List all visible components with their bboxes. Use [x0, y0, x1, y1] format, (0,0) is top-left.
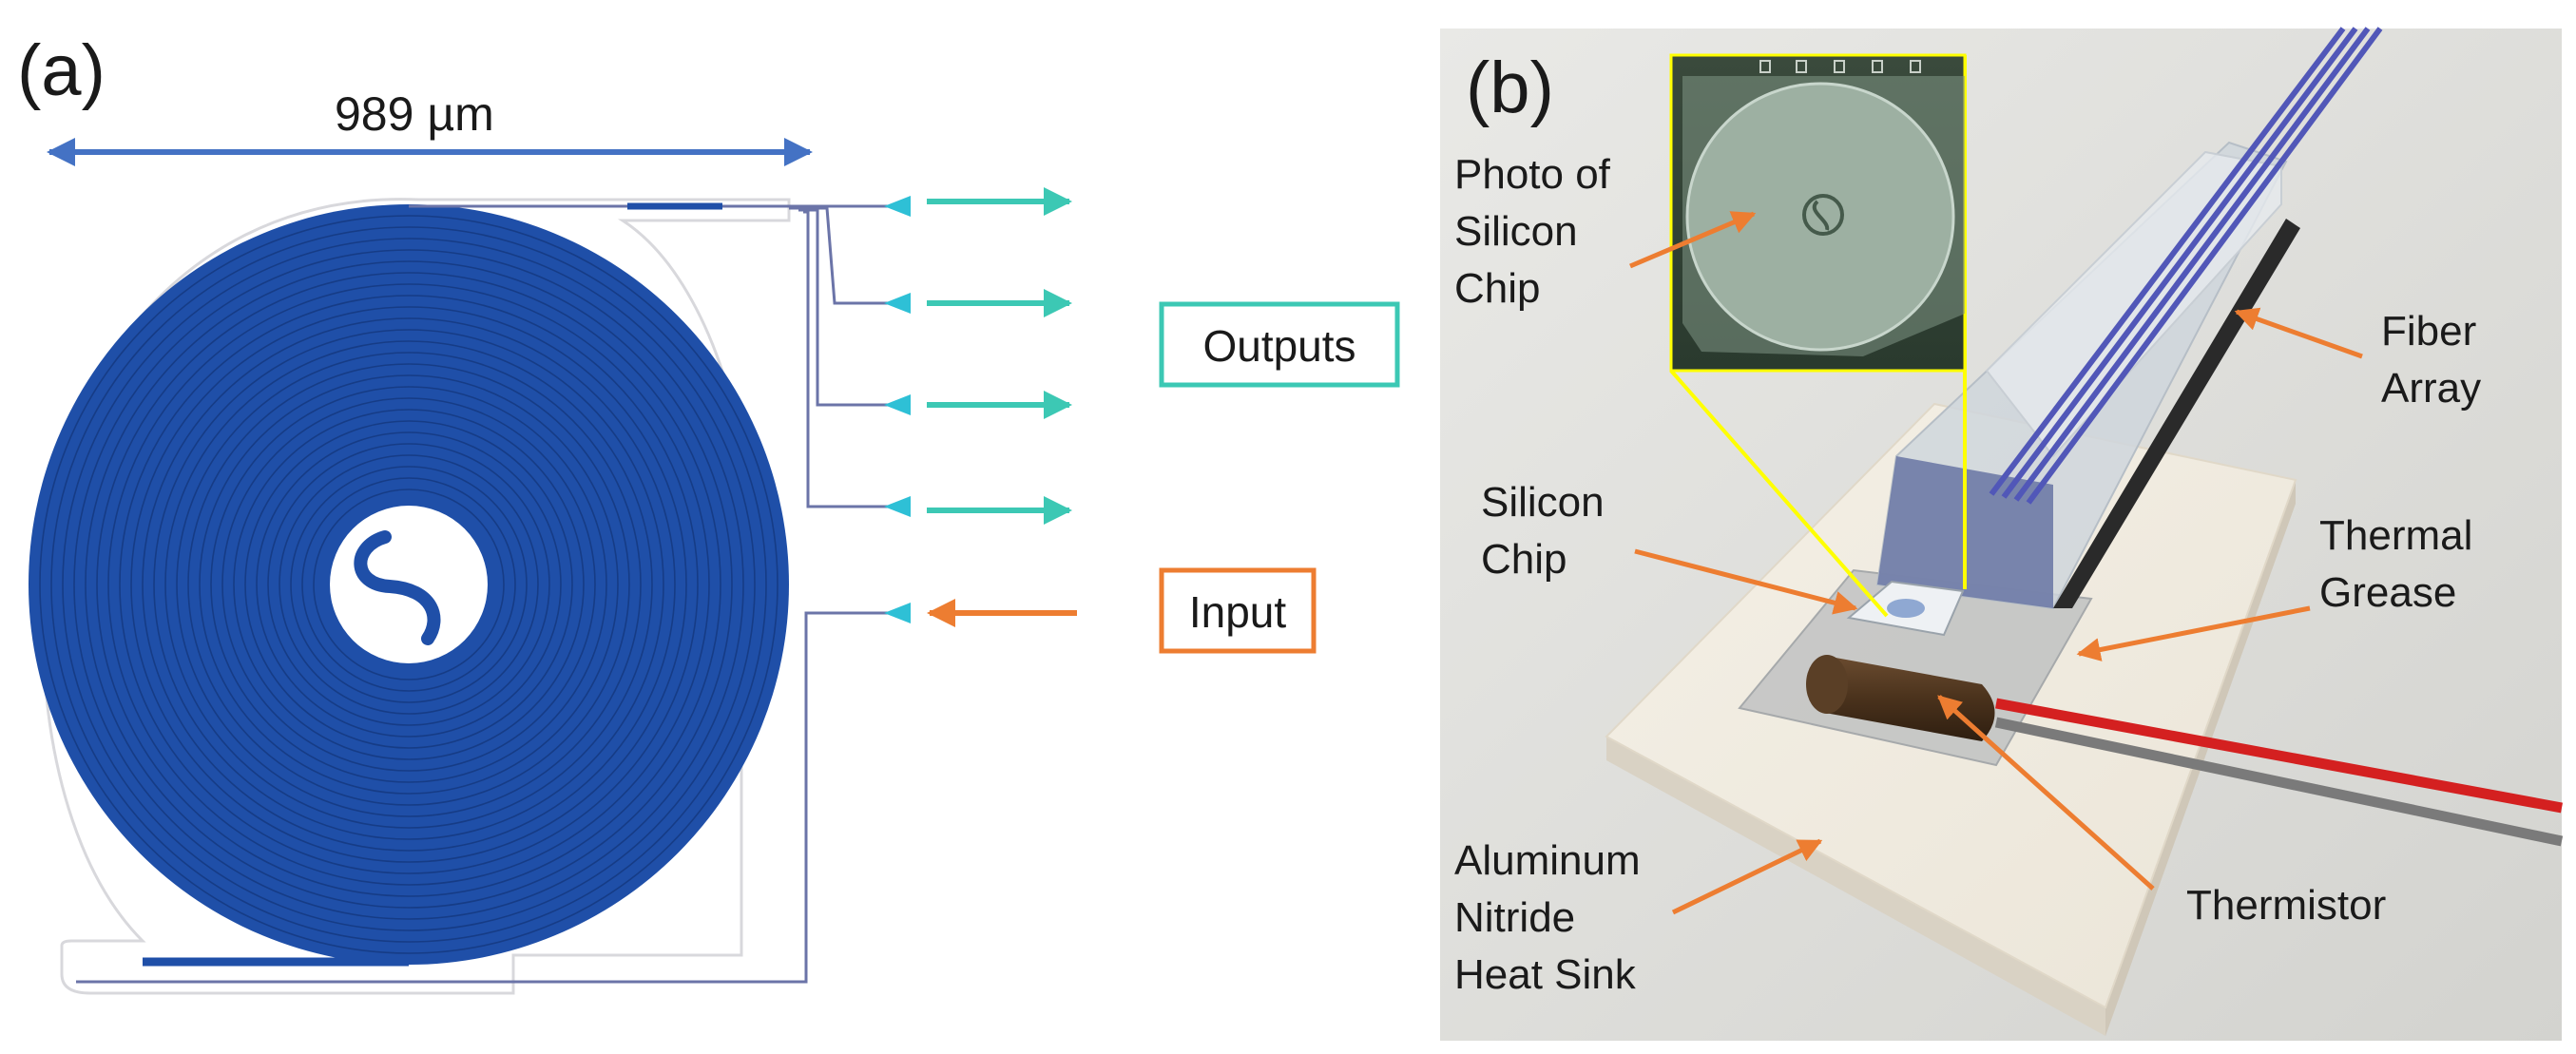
photo-callout-line3: Chip	[1454, 265, 1541, 312]
arrow-heat-sink	[1671, 838, 1823, 915]
panel-a: (a) 989 µm	[17, 30, 1400, 995]
inset-spiral-center	[1802, 194, 1844, 236]
arrow-thermal-grease	[2076, 605, 2311, 661]
optical-fibers	[1989, 27, 2383, 505]
outputs-label: Outputs	[1202, 321, 1355, 371]
heat-sink-side	[1606, 737, 2105, 1036]
thermistor-callout: Thermistor	[2186, 882, 2386, 929]
thermistor-wire-red	[1995, 698, 2563, 814]
spiral-turns	[39, 215, 779, 954]
inset-s-bend	[1812, 200, 1830, 231]
panel-b-label: (b)	[1466, 48, 1554, 128]
panel-a-label: (a)	[17, 30, 106, 111]
arrow-silicon-chip	[1634, 548, 1858, 615]
grease-callout: Thermal Grease	[2319, 512, 2472, 616]
grease-callout-line1: Thermal	[2319, 512, 2472, 559]
thermal-grease	[1738, 568, 2093, 767]
fiber-callout-line1: Fiber	[2381, 308, 2476, 355]
chip-callout-line1: Silicon	[1481, 479, 1605, 526]
dimension-label: 989 µm	[335, 87, 494, 141]
callout-arrows	[1629, 211, 2363, 915]
inset-line-left	[1669, 369, 1889, 618]
input-label: Input	[1189, 587, 1287, 637]
heat-sink-callout-line1: Aluminum	[1454, 837, 1641, 884]
chip-spiral	[1887, 599, 1925, 618]
grating-couplers	[884, 196, 911, 623]
panel-b: (b) Photo of Silicon Chip Silicon Chip F…	[1440, 27, 2564, 1041]
thermistor	[1812, 656, 1995, 741]
s-bend	[354, 530, 441, 645]
outputs-box	[1159, 301, 1400, 388]
input-box	[1159, 567, 1317, 654]
photo-callout-line1: Photo of	[1454, 151, 1611, 198]
heat-sink-callout-line2: Nitride	[1454, 894, 1575, 941]
fiber-callout: Fiber Array	[2381, 308, 2481, 412]
inset-pads	[1759, 60, 1921, 73]
arrow-fiber-array	[2234, 307, 2363, 359]
chip-callout-line2: Chip	[1481, 536, 1567, 583]
heat-sink-callout-line3: Heat Sink	[1454, 951, 1637, 998]
arrow-photo	[1629, 211, 1757, 269]
fiber-callout-line2: Array	[2381, 365, 2481, 412]
arrow-thermistor	[1937, 695, 2155, 891]
photo-callout-line2: Silicon	[1454, 208, 1578, 255]
photo-callout: Photo of Silicon Chip	[1454, 151, 1611, 312]
thermistor-wire-gray	[1994, 717, 2564, 847]
thermistor-end	[1806, 655, 1848, 714]
output-arrows	[927, 187, 1072, 525]
heat-sink-callout: Aluminum Nitride Heat Sink	[1454, 837, 1641, 998]
chip-callout: Silicon Chip	[1481, 479, 1605, 583]
grease-callout-line2: Grease	[2319, 569, 2456, 616]
